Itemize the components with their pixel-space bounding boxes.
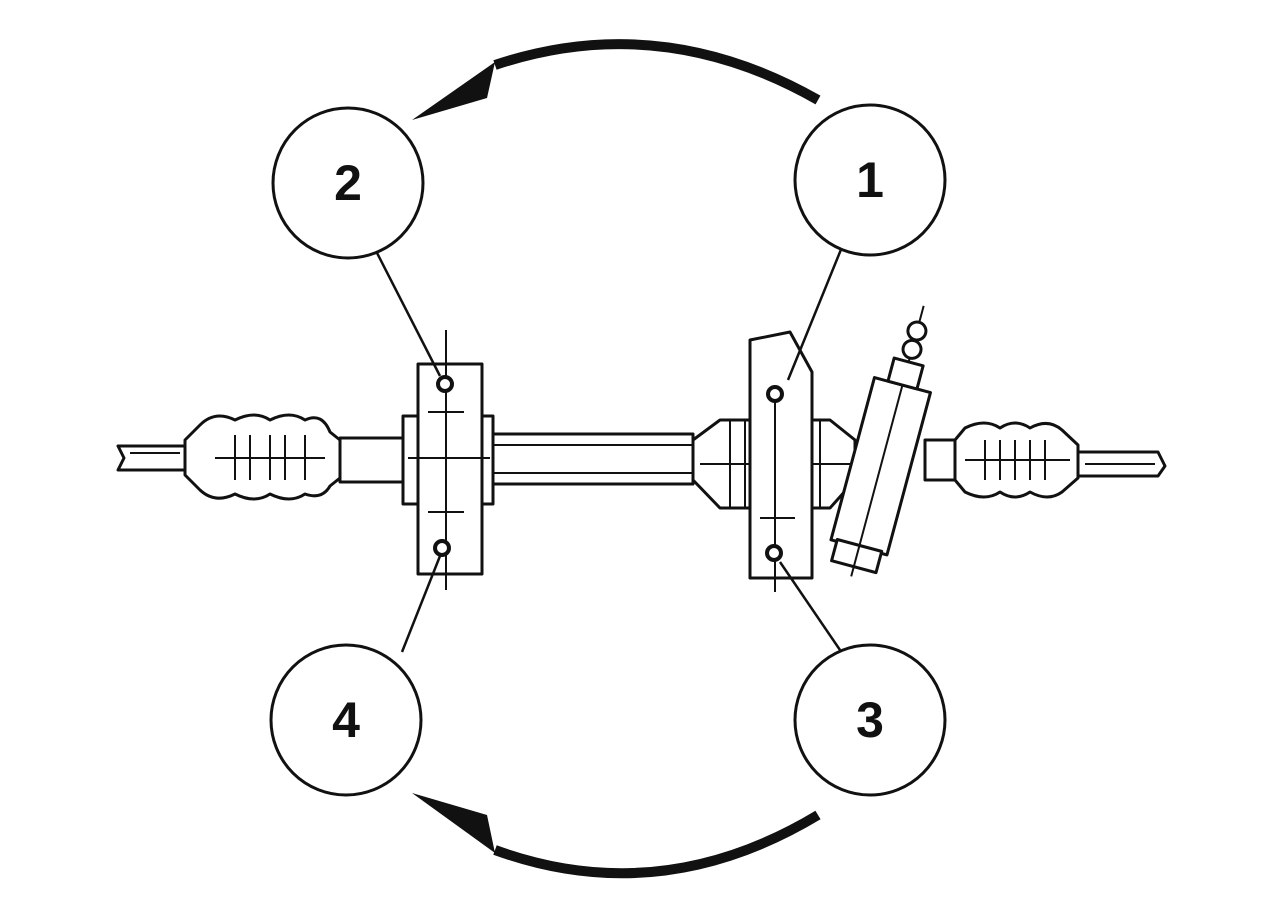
- left-rack-tube: [338, 436, 407, 484]
- callout-3: 3: [793, 643, 947, 797]
- left-tie-rod-end: [116, 444, 187, 472]
- rotation-arrow-bottom: [412, 793, 821, 879]
- right-mounting-bracket: [748, 330, 814, 592]
- left-bellows-ribs: [215, 435, 325, 480]
- leader-lines: [373, 246, 844, 653]
- bolt-hole-2: [436, 375, 454, 393]
- right-bellows-ribs: [965, 440, 1070, 480]
- callout-label-1: 1: [856, 152, 884, 208]
- right-tie-rod-end: [1076, 450, 1167, 478]
- leader-line-1: [786, 246, 844, 381]
- callout-label-2: 2: [334, 155, 362, 211]
- left-mounting-bracket: [401, 330, 495, 590]
- pinion-valve-body: [829, 305, 932, 577]
- steering-rack-assembly: [116, 305, 1167, 592]
- leader-line-4: [400, 555, 442, 653]
- central-rack-tube: [491, 432, 695, 486]
- callout-label-4: 4: [332, 692, 360, 748]
- callout-1: 1: [793, 103, 947, 257]
- leader-line-3: [778, 561, 842, 651]
- leader-line-2: [373, 248, 442, 377]
- bolt-hole-1: [766, 385, 784, 403]
- callout-2: 2: [271, 106, 425, 260]
- rotation-arrow-top: [412, 39, 821, 120]
- bolt-hole-4: [433, 539, 451, 557]
- callout-label-3: 3: [856, 692, 884, 748]
- right-rack-tube: [923, 438, 957, 482]
- callout-4: 4: [269, 643, 423, 797]
- bolt-hole-3: [765, 544, 783, 562]
